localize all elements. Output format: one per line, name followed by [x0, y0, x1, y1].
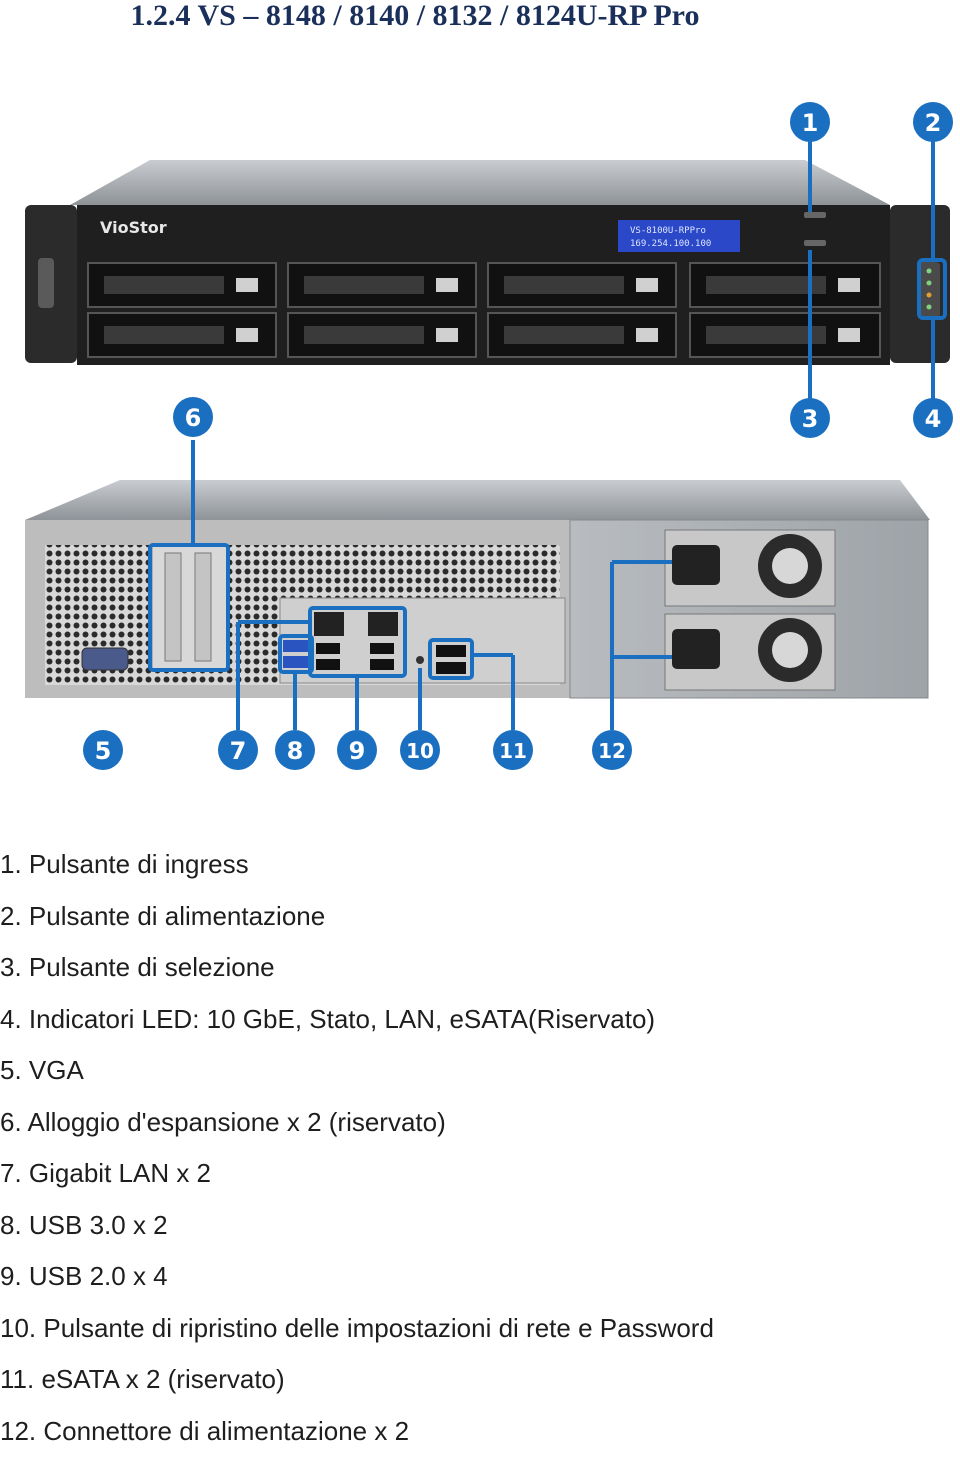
legend-item: 9. USB 2.0 x 4: [0, 1255, 714, 1307]
callout-badge-4: 4: [913, 398, 953, 438]
vga-port: [82, 648, 128, 670]
callout-badge-10: 10: [400, 730, 440, 770]
callout-badge-6: 6: [173, 397, 213, 437]
svg-text:6: 6: [185, 404, 202, 432]
callout-badge-11: 11: [493, 730, 533, 770]
led-10gbe-icon: [927, 269, 932, 274]
legend-item: 6. Alloggio d'espansione x 2 (riservato): [0, 1101, 714, 1153]
io-block: [280, 598, 565, 683]
front-chassis-top: [70, 160, 890, 205]
usb3-port: [283, 640, 309, 652]
usb2-port: [316, 659, 340, 670]
power-supply: [665, 614, 835, 690]
component-legend: 1. Pulsante di ingress 2. Pulsante di al…: [0, 843, 714, 1461]
legend-item: 8. USB 3.0 x 2: [0, 1204, 714, 1256]
brand-logo: VioStor: [100, 218, 167, 237]
legend-item: 1. Pulsante di ingress: [0, 843, 714, 895]
callout-badge-7: 7: [218, 730, 258, 770]
callout-badge-5: 5: [83, 730, 123, 770]
svg-text:9: 9: [349, 737, 366, 765]
led-esata-icon: [927, 305, 932, 310]
callout-badge-2: 2: [913, 102, 953, 142]
callout-badge-8: 8: [275, 730, 315, 770]
legend-item: 3. Pulsante di selezione: [0, 946, 714, 998]
callout-badge-9: 9: [337, 730, 377, 770]
expansion-slot-bracket: [152, 545, 228, 670]
callout-badge-1: 1: [790, 102, 830, 142]
drive-bay: [88, 263, 276, 307]
legend-item: 4. Indicatori LED: 10 GbE, Stato, LAN, e…: [0, 998, 714, 1050]
drive-bay: [690, 313, 880, 357]
usb2-port: [370, 643, 394, 654]
svg-text:1: 1: [802, 109, 819, 137]
drive-bay: [88, 313, 276, 357]
select-button: [804, 240, 826, 246]
drive-bay: [288, 263, 476, 307]
svg-text:10: 10: [406, 739, 434, 763]
esata-port: [436, 645, 466, 657]
svg-text:7: 7: [230, 737, 247, 765]
section-heading: 1.2.4 VS – 8148 / 8140 / 8132 / 8124U-RP…: [0, 0, 830, 32]
led-status-icon: [927, 281, 932, 286]
lcd-line-2: 169.254.100.100: [630, 239, 711, 249]
power-connector: [672, 629, 720, 669]
svg-text:2: 2: [925, 109, 942, 137]
legend-item: 7. Gigabit LAN x 2: [0, 1152, 714, 1204]
usb2-port: [370, 659, 394, 670]
drive-bay: [690, 263, 880, 307]
usb3-port: [283, 656, 309, 668]
power-connector: [672, 545, 720, 585]
power-supply: [665, 530, 835, 606]
rear-panel: [25, 480, 930, 698]
legend-item: 2. Pulsante di alimentazione: [0, 895, 714, 947]
enter-button: [804, 212, 826, 218]
drive-bay: [488, 263, 676, 307]
legend-item: 11. eSATA x 2 (riservato): [0, 1358, 714, 1410]
callout-badge-3: 3: [790, 398, 830, 438]
svg-text:11: 11: [499, 739, 527, 763]
led-lan-icon: [927, 293, 932, 298]
legend-item: 12. Connettore di alimentazione x 2: [0, 1410, 714, 1461]
legend-item: 10. Pulsante di ripristino delle imposta…: [0, 1307, 714, 1359]
svg-text:12: 12: [598, 739, 626, 763]
drive-bay: [288, 313, 476, 357]
lcd-line-1: VS-8100U-RPPro: [630, 226, 706, 236]
esata-port: [436, 662, 466, 674]
drive-bay: [488, 313, 676, 357]
left-ear-handle: [38, 258, 54, 308]
svg-text:4: 4: [925, 405, 942, 433]
svg-text:5: 5: [95, 737, 112, 765]
svg-text:3: 3: [802, 405, 819, 433]
reset-button: [416, 656, 424, 664]
lan-port: [368, 612, 398, 636]
usb2-port: [316, 643, 340, 654]
callout-badge-12: 12: [592, 730, 632, 770]
lan-port: [314, 612, 344, 636]
svg-text:8: 8: [287, 737, 304, 765]
legend-item: 5. VGA: [0, 1049, 714, 1101]
nas-product-figure: VioStor VS-8100U-RPPro 169.254.100.100: [0, 90, 960, 790]
rear-chassis-top: [25, 480, 930, 520]
